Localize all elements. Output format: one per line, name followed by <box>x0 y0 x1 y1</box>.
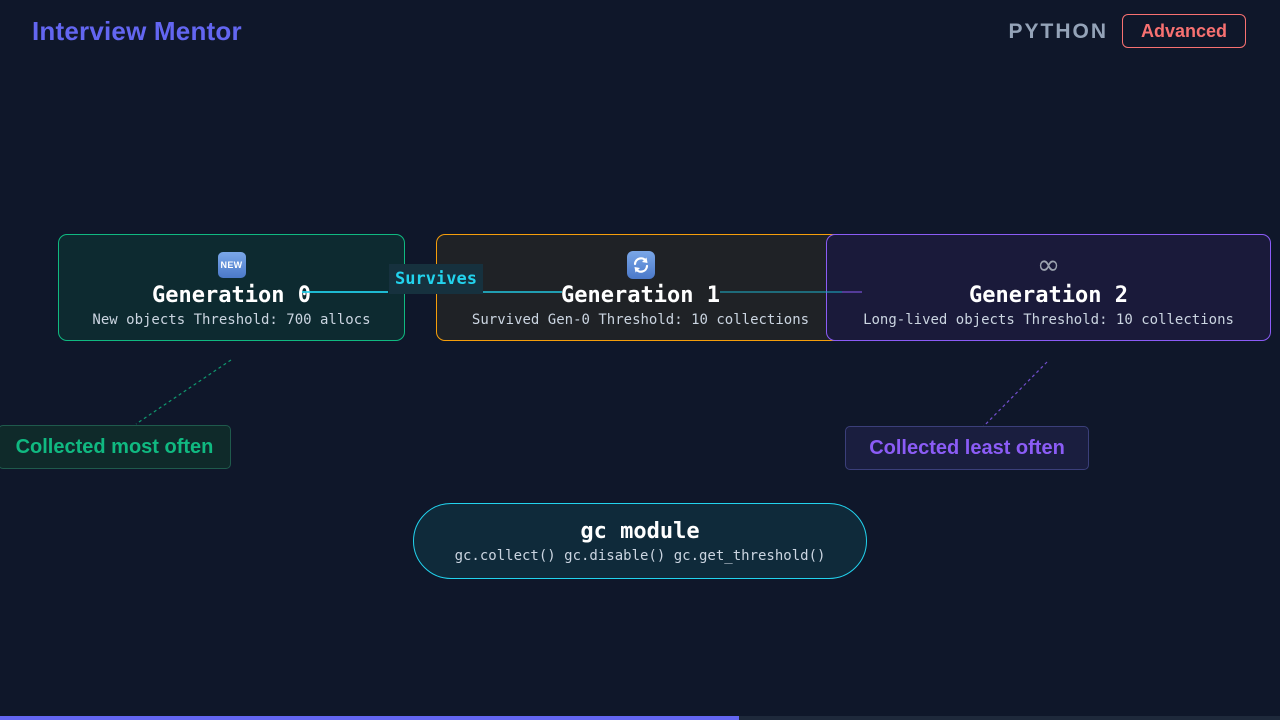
generation-2-box: ∞ Generation 2 Long-lived objects Thresh… <box>826 234 1271 341</box>
connector-gen2-segment <box>842 291 862 293</box>
note-collected-least-often: Collected least often <box>845 426 1089 470</box>
gc-module-functions: gc.collect() gc.disable() gc.get_thresho… <box>454 547 826 564</box>
connector-gen1-right-segment <box>720 291 842 293</box>
new-badge-icon: NEW <box>217 251 246 279</box>
generation-0-description: New objects Threshold: 700 allocs <box>92 312 371 328</box>
survives-label: Survives <box>389 264 483 294</box>
leader-line-least <box>977 361 1048 433</box>
connector-gen1-left-segment <box>482 291 562 293</box>
leader-line-most <box>135 359 232 425</box>
infinity-symbol: ∞ <box>1036 248 1061 281</box>
generation-0-box: NEW Generation 0 New objects Threshold: … <box>58 234 405 341</box>
generation-1-box: Generation 1 Survived Gen-0 Threshold: 1… <box>436 234 845 341</box>
new-badge-text: NEW <box>217 252 246 278</box>
generation-1-description: Survived Gen-0 Threshold: 10 collections <box>471 312 810 328</box>
gc-module-box: gc module gc.collect() gc.disable() gc.g… <box>413 503 867 579</box>
gc-module-title: gc module <box>580 518 700 544</box>
infinity-icon: ∞ <box>1035 251 1063 279</box>
language-label: PYTHON <box>1008 20 1108 43</box>
level-badge: Advanced <box>1122 14 1246 48</box>
cycle-arrows-icon <box>626 251 655 279</box>
brand-title: Interview Mentor <box>32 16 242 46</box>
progress-bar <box>0 716 1280 720</box>
generation-2-description: Long-lived objects Threshold: 10 collect… <box>863 312 1234 328</box>
generation-1-title: Generation 1 <box>561 283 720 308</box>
generation-2-title: Generation 2 <box>969 283 1128 308</box>
note-collected-most-often: Collected most often <box>0 425 231 469</box>
progress-bar-fill <box>0 716 739 720</box>
connector-gen0-segment <box>302 291 388 293</box>
generation-0-title: Generation 0 <box>152 283 311 308</box>
